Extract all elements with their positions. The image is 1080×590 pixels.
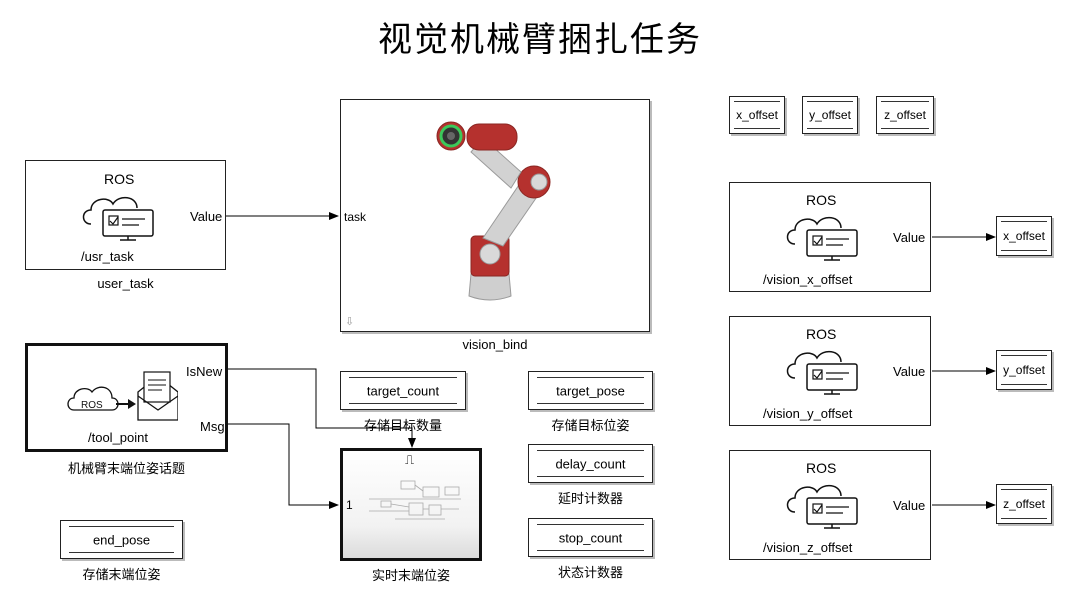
x-offset-sink[interactable]: x_offset — [996, 216, 1052, 256]
store-label: stop_count — [558, 530, 623, 545]
x-offset-display[interactable]: x_offset — [729, 96, 785, 134]
store-caption: 存储目标位姿 — [551, 419, 630, 434]
delay-count-store[interactable]: delay_count — [528, 444, 653, 483]
ros-mail-icon: ROS — [67, 371, 178, 421]
triggered-subsystem[interactable]: ⎍ 1 — [340, 448, 482, 561]
tool-point-subscriber[interactable]: ROS /tool_point IsNew Msg — [25, 343, 228, 452]
topic-label: /vision_y_offset — [763, 406, 853, 421]
wire-isnew — [227, 368, 416, 448]
store-label: delay_count — [555, 456, 626, 471]
store-caption: 存储末端位姿 — [82, 568, 161, 583]
ros-header: ROS — [806, 326, 837, 342]
subsystem-caption: 实时末端位姿 — [371, 569, 450, 584]
vision-bind-caption: vision_bind — [462, 337, 528, 352]
svg-text:ROS: ROS — [81, 400, 103, 411]
wire-msg — [227, 423, 339, 509]
target-pose-store[interactable]: target_pose — [528, 371, 653, 410]
target-count-store[interactable]: target_count — [340, 371, 466, 410]
link-arrow-icon: ⇩ — [345, 316, 355, 328]
topic-label: /usr_task — [81, 249, 134, 264]
vision-bind-block[interactable]: task ⇩ — [340, 99, 650, 332]
tool-point-caption: 机械臂末端位姿话题 — [67, 462, 185, 477]
sink-label: y_offset — [1003, 363, 1045, 377]
trigger-icon: ⎍ — [405, 452, 415, 467]
port-value: Value — [893, 364, 926, 379]
display-label: x_offset — [736, 108, 778, 122]
sink-label: x_offset — [1003, 229, 1045, 243]
port-msg: Msg — [200, 419, 225, 434]
ros-subscriber-x-offset[interactable]: ROS /vision_x_offset Value — [729, 182, 931, 292]
port-in-1: 1 — [346, 498, 353, 512]
subsystem-preview-icon — [369, 480, 461, 520]
end-pose-store[interactable]: end_pose — [60, 520, 183, 559]
stop-count-store[interactable]: stop_count — [528, 518, 653, 557]
ros-header: ROS — [806, 460, 837, 476]
topic-label: /vision_x_offset — [763, 272, 853, 287]
port-isnew: IsNew — [186, 364, 223, 379]
sink-label: z_offset — [1003, 497, 1045, 511]
cloud-monitor-icon — [786, 216, 858, 261]
store-caption: 状态计数器 — [557, 566, 623, 581]
diagram-title: 视觉机械臂捆扎任务 — [378, 20, 702, 60]
ros-subscriber-user-task[interactable]: ROS /usr_task Value — [25, 160, 226, 270]
store-label: end_pose — [92, 532, 151, 547]
topic-label: /tool_point — [88, 430, 148, 445]
ros-subscriber-z-offset[interactable]: ROS /vision_z_offset Value — [729, 450, 931, 560]
topic-label: /vision_z_offset — [763, 540, 853, 555]
store-label: target_count — [366, 383, 440, 398]
store-label: target_pose — [556, 383, 625, 398]
ros-header: ROS — [104, 171, 135, 187]
z-offset-sink[interactable]: z_offset — [996, 484, 1052, 524]
robot-arm-image — [436, 121, 551, 301]
port-task: task — [344, 210, 367, 224]
y-offset-display[interactable]: y_offset — [802, 96, 858, 134]
cloud-monitor-icon — [786, 350, 858, 395]
port-value: Value — [893, 230, 926, 245]
store-caption: 存储目标数量 — [363, 419, 442, 434]
display-label: y_offset — [809, 108, 851, 122]
cloud-monitor-icon — [82, 196, 154, 241]
y-offset-sink[interactable]: y_offset — [996, 350, 1052, 390]
block-caption: user_task — [97, 276, 154, 291]
port-value: Value — [893, 498, 926, 513]
store-caption: 延时计数器 — [557, 492, 623, 507]
ros-subscriber-y-offset[interactable]: ROS /vision_y_offset Value — [729, 316, 931, 426]
ros-header: ROS — [806, 192, 837, 208]
display-label: z_offset — [884, 108, 926, 122]
port-value: Value — [190, 209, 223, 224]
z-offset-display[interactable]: z_offset — [876, 96, 934, 134]
cloud-monitor-icon — [786, 484, 858, 529]
